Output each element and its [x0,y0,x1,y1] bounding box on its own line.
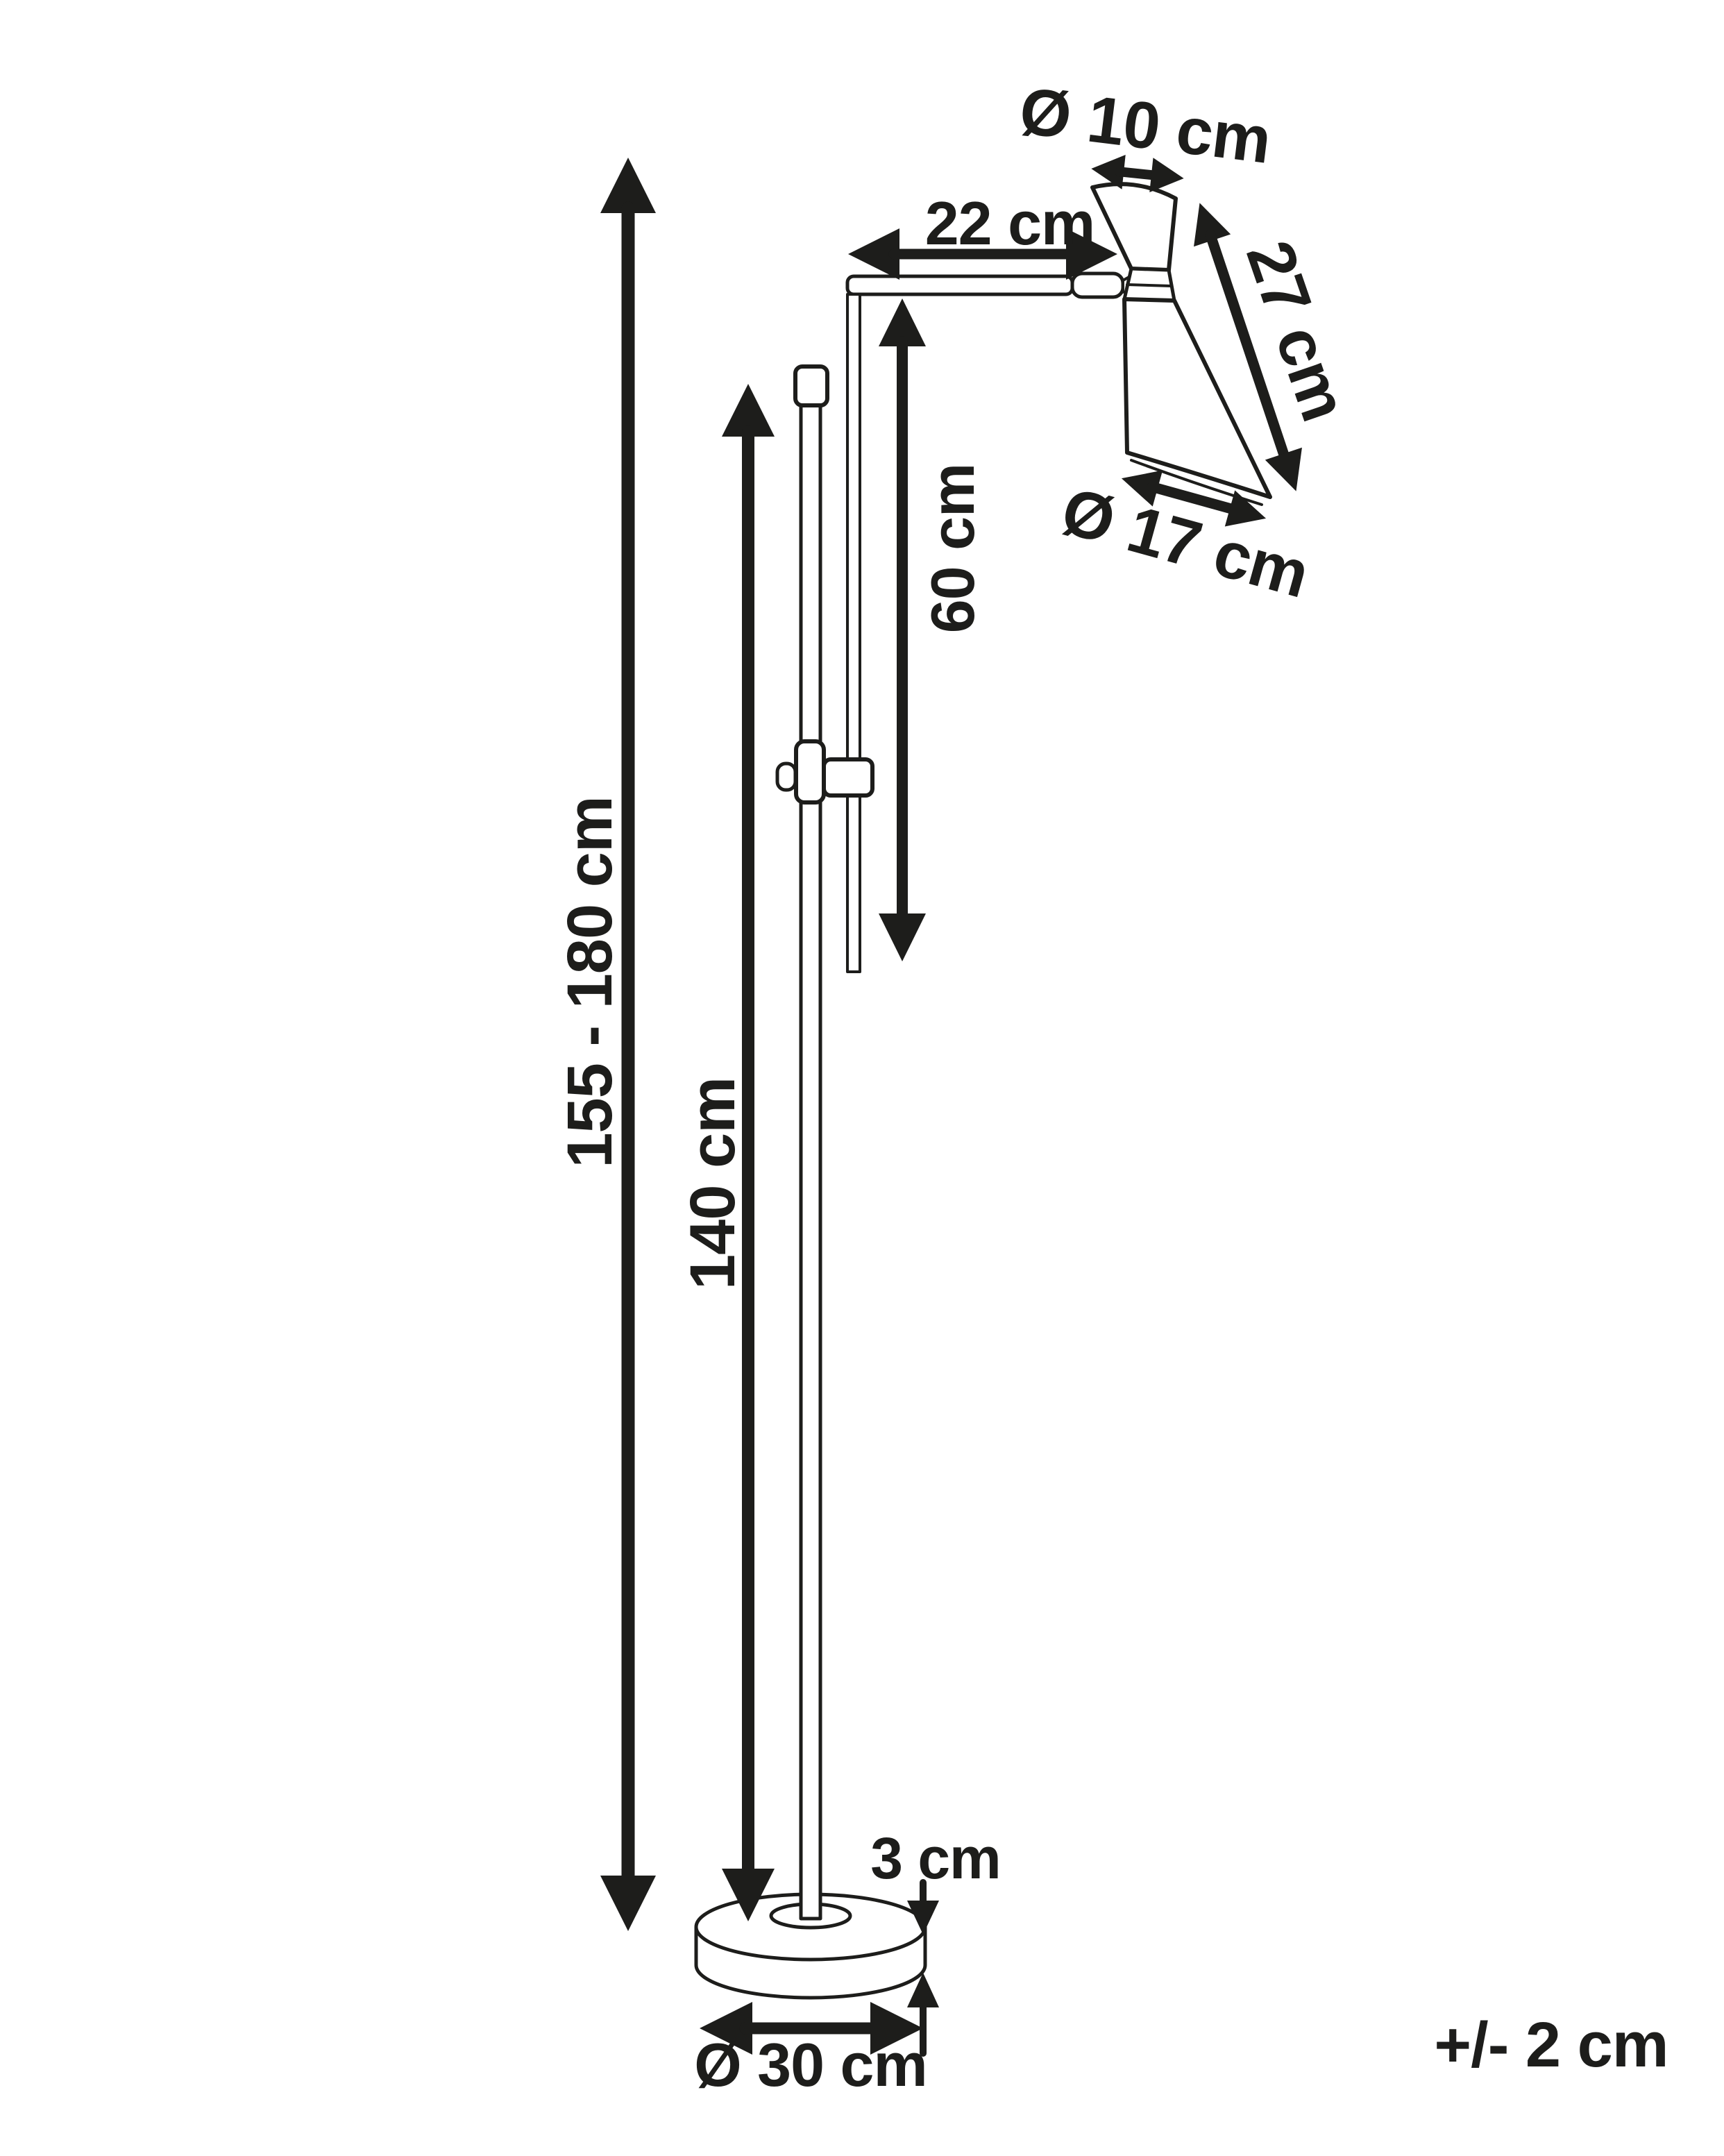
dim-label-arm-length: 22 cm [925,189,1095,258]
dim-arrow-shade-slant [1194,203,1302,491]
arrow-head-down [1265,447,1302,491]
arrow-head-down [879,913,926,961]
arrow-shaft [1205,230,1291,464]
lamp-drawing [694,182,1272,2000]
pole-cap [793,364,829,407]
lamp-shade [1090,182,1272,506]
swing-arm [845,274,1074,296]
arrow-head-right [1066,228,1117,280]
arrow-head-down [722,1869,775,1921]
arrow-head-up [907,1973,939,2007]
clamp-body [794,739,826,805]
dim-label-shade-slant-height: 27 cm [1232,232,1361,429]
dim-label-total-height-range: 155 - 180 cm [555,796,625,1168]
dim-arrow-shade-top-diameter [1091,155,1184,192]
dim-arrow-base-thickness-bottom [907,1973,939,2057]
dim-arrow-arm-drop [879,298,926,961]
height-adjust-clamp [775,739,874,805]
dim-arrow-arm-length [848,228,1117,280]
arrow-head-right [870,2002,923,2055]
arrow-head-right [1149,158,1184,192]
arrow-head-left [848,228,899,280]
dim-label-pole-height: 140 cm [677,1077,748,1290]
arrow-head-up [600,158,656,213]
dim-arrow-base-diameter [700,2002,923,2055]
arrow-shaft [1147,481,1241,516]
arrow-head-left [1121,470,1163,507]
dimension-labels: Ø 10 cm 22 cm 27 cm Ø 17 cm 60 cm 155 - … [555,74,1669,2099]
arrow-head-left [1091,155,1126,190]
arrow-head-up [879,298,926,346]
arrow-head-up [1194,203,1231,247]
arrow-head-up [722,384,775,437]
dimension-arrows [600,155,1302,2057]
shade-waist-line [1126,283,1173,287]
arrow-head-right [1224,490,1267,527]
hanging-rod [846,293,861,973]
shade-lower-cone [1122,297,1272,499]
shade-upper-cone [1090,182,1178,272]
shade-rim-fold [1130,459,1263,506]
clamp-knob [775,761,797,792]
dim-label-shade-top-diameter: Ø 10 cm [1015,74,1274,178]
dim-arrow-total-height [600,158,656,1931]
dim-arrow-pole-height [722,384,775,1921]
lamp-pole [799,399,822,1921]
arrow-head-down [907,1901,939,1935]
clamp-holder [822,757,874,798]
dim-arrow-base-thickness-top [907,1879,939,1935]
dim-label-base-thickness: 3 cm [870,1826,1000,1891]
arrow-head-down [600,1876,656,1931]
arrow-head-left [700,2002,752,2055]
dim-label-base-diameter: Ø 30 cm [694,2030,927,2099]
arm-joint [1070,271,1125,299]
tolerance-note: +/- 2 cm [1434,2010,1668,2080]
dim-arrow-shade-bottom-diameter [1121,470,1267,527]
arrow-shaft [1115,167,1160,180]
dim-label-arm-drop-height: 60 cm [918,464,987,634]
